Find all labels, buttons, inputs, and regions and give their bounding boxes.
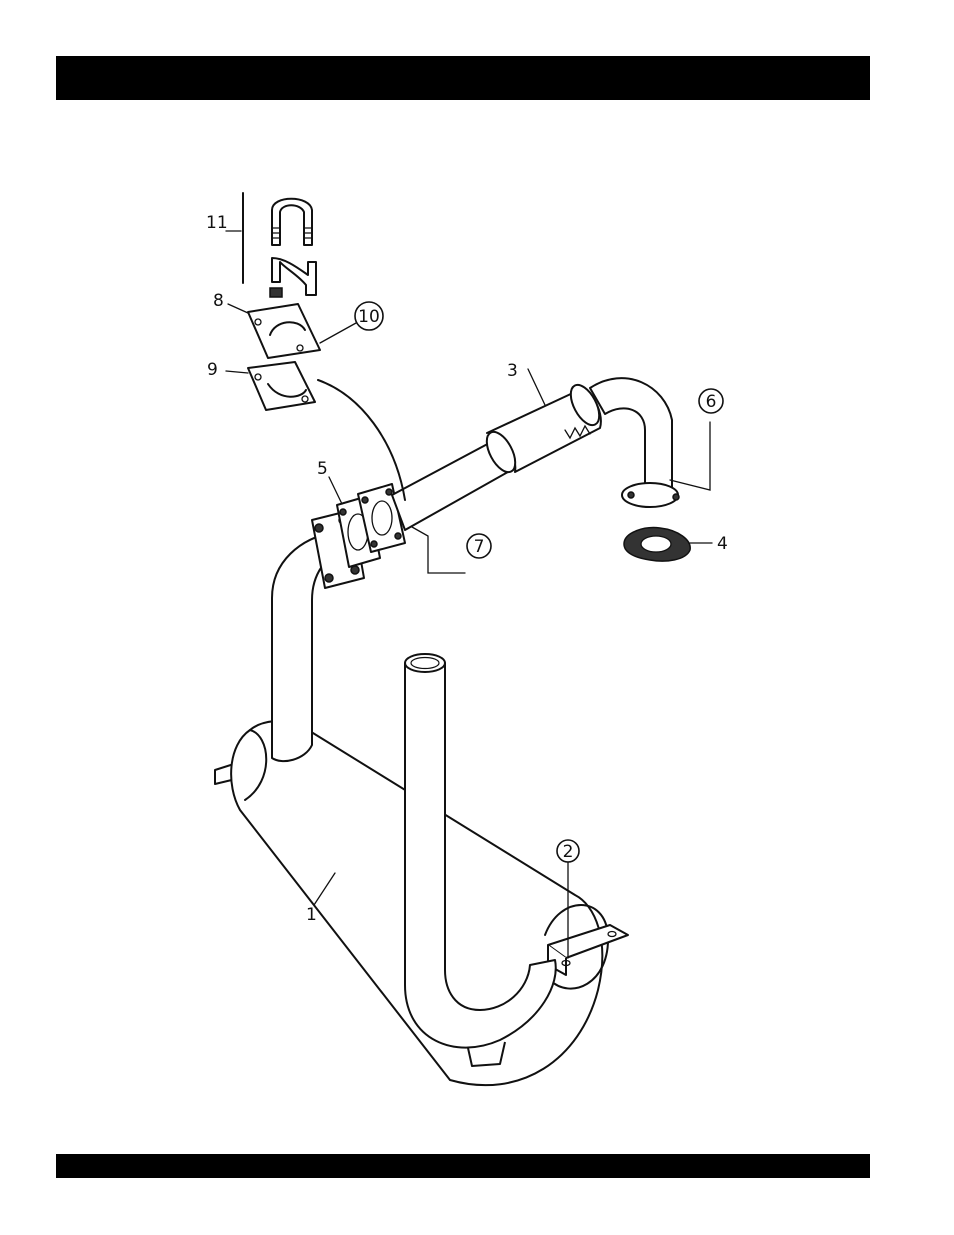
svg-text:7: 7 [474,537,485,557]
callout-9: 9 [207,360,218,380]
outlet-elbow [590,378,679,507]
callout-3: 3 [507,361,518,381]
callout-1: 1 [306,905,317,925]
exhaust-pipe [358,380,605,552]
callout-4: 4 [717,534,728,554]
svg-text:1: 1 [306,905,317,925]
svg-text:3: 3 [507,361,518,381]
svg-text:4: 4 [717,534,728,554]
u-bolt-clamp [243,193,320,410]
svg-text:2: 2 [563,842,574,862]
callout-6: 6 [699,389,723,413]
callout-10: 10 [355,302,383,330]
svg-text:8: 8 [213,291,224,311]
svg-text:10: 10 [358,307,380,327]
outlet-gasket [624,528,690,561]
callout-11: 11 [206,213,228,233]
callout-5: 5 [317,459,328,479]
footer-bar [56,1154,870,1178]
callout-7: 7 [467,534,491,558]
svg-text:6: 6 [706,392,717,412]
svg-text:9: 9 [207,360,218,380]
callout-8: 8 [213,291,224,311]
svg-text:5: 5 [317,459,328,479]
svg-text:11: 11 [206,213,228,233]
callout-2: 2 [557,840,579,862]
